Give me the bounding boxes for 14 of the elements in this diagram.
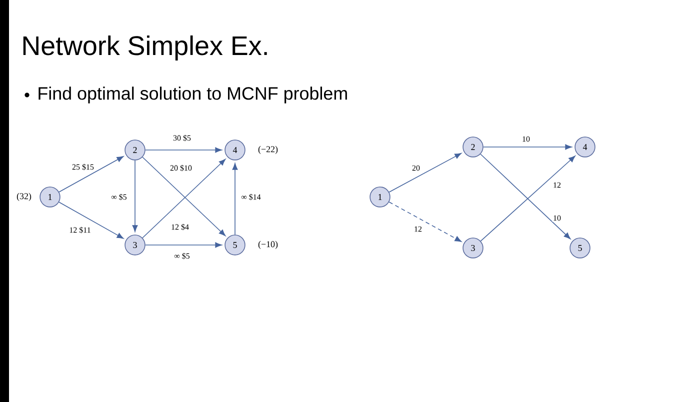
arrow [144,242,222,248]
supply-label: (32) [16,192,32,202]
arrow [388,202,462,242]
arrow [132,160,138,232]
slide-title: Network Simplex Ex. [23,35,267,61]
arrow [58,156,124,192]
arrow [482,144,572,150]
arrow [232,163,238,236]
arrow [388,153,462,192]
bullet-text: Find optimal solution to MCNF problem [38,86,347,104]
arrow [58,202,124,239]
supply-label: (−10) [258,240,278,250]
supply-label: (−22) [258,146,278,154]
arrow [144,147,222,153]
